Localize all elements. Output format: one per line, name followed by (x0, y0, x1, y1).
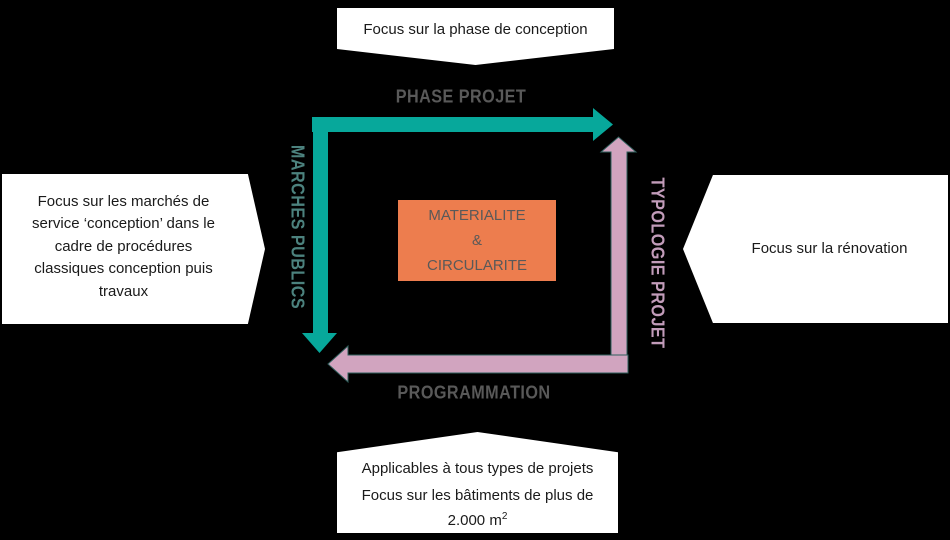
callout-left-text: Focus sur les marchés de service ‘concep… (32, 193, 215, 300)
center-box-line3: CIRCULARITE (426, 257, 527, 274)
callout-bottom-line2: Focus sur les bâtiments de plus de 2.000… (361, 487, 594, 529)
marches-publics-label: MARCHES PUBLICS (287, 144, 308, 310)
materialite-circularite-box: MATERIALITE & CIRCULARITE (398, 200, 556, 281)
typologie-projet-label: TYPOLOGIE PROJET (647, 177, 668, 349)
callout-bottom: Applicables à tous types de projets Focu… (337, 432, 618, 533)
area-value: 2.000 m (447, 512, 502, 529)
callout-bottom-line1: Applicables à tous types de projets (361, 460, 594, 477)
center-box-line2: & (471, 232, 482, 249)
callout-right: Focus sur la rénovation (683, 175, 948, 323)
phase-projet-right-arrow (312, 108, 613, 141)
marches-publics-down-arrow (302, 117, 337, 353)
programmation-label: PROGRAMMATION (397, 382, 551, 403)
callout-right-text: Focus sur la rénovation (751, 240, 908, 257)
area-superscript: 2 (501, 511, 508, 522)
typologie-projet-up-arrow (599, 136, 638, 357)
phase-projet-label: PHASE PROJET (395, 86, 527, 107)
callout-left: Focus sur les marchés de service ‘concep… (2, 174, 265, 324)
programmation-left-arrow (327, 344, 629, 384)
center-box-line1: MATERIALITE (428, 207, 526, 224)
callout-top-text: Focus sur la phase de conception (363, 21, 588, 38)
